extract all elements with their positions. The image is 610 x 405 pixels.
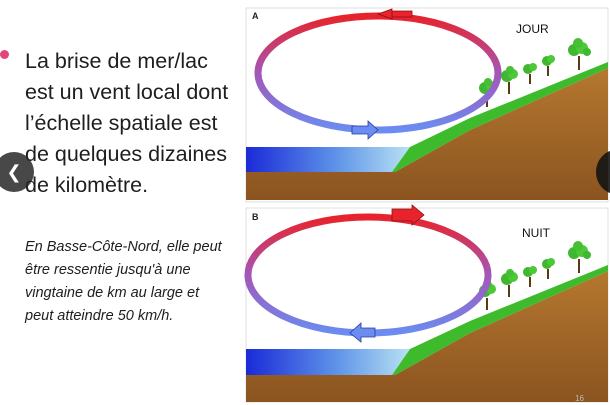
page-number: 16 — [575, 394, 584, 403]
sea-a — [246, 147, 410, 172]
panel-b: B NUIT — [244, 204, 609, 403]
chevron-left-icon: ❮ — [6, 161, 22, 182]
soil-a — [246, 68, 608, 200]
arrow-bottom-a — [351, 120, 379, 140]
bullet-marker — [0, 50, 9, 59]
panel-a-letter: A — [252, 11, 259, 21]
arrow-top-a — [376, 8, 413, 20]
grass-a — [392, 62, 608, 172]
next-slide-button[interactable] — [596, 150, 610, 194]
panel-a-label: JOUR — [516, 22, 549, 36]
previous-slide-button[interactable]: ❮ — [0, 152, 34, 192]
sea-b — [246, 349, 410, 375]
sub-text: En Basse-Côte-Nord, elle peut être resse… — [25, 239, 222, 324]
soil-b — [246, 271, 608, 402]
grass-b — [392, 265, 608, 375]
arrow-top-b — [391, 204, 425, 226]
main-text: La brise de mer/lac est un vent local do… — [25, 49, 229, 197]
panel-b-label: NUIT — [522, 226, 551, 240]
arrow-bottom-b — [349, 322, 376, 343]
panel-b-letter: B — [252, 212, 259, 222]
panel-a: A JOUR — [245, 7, 609, 203]
